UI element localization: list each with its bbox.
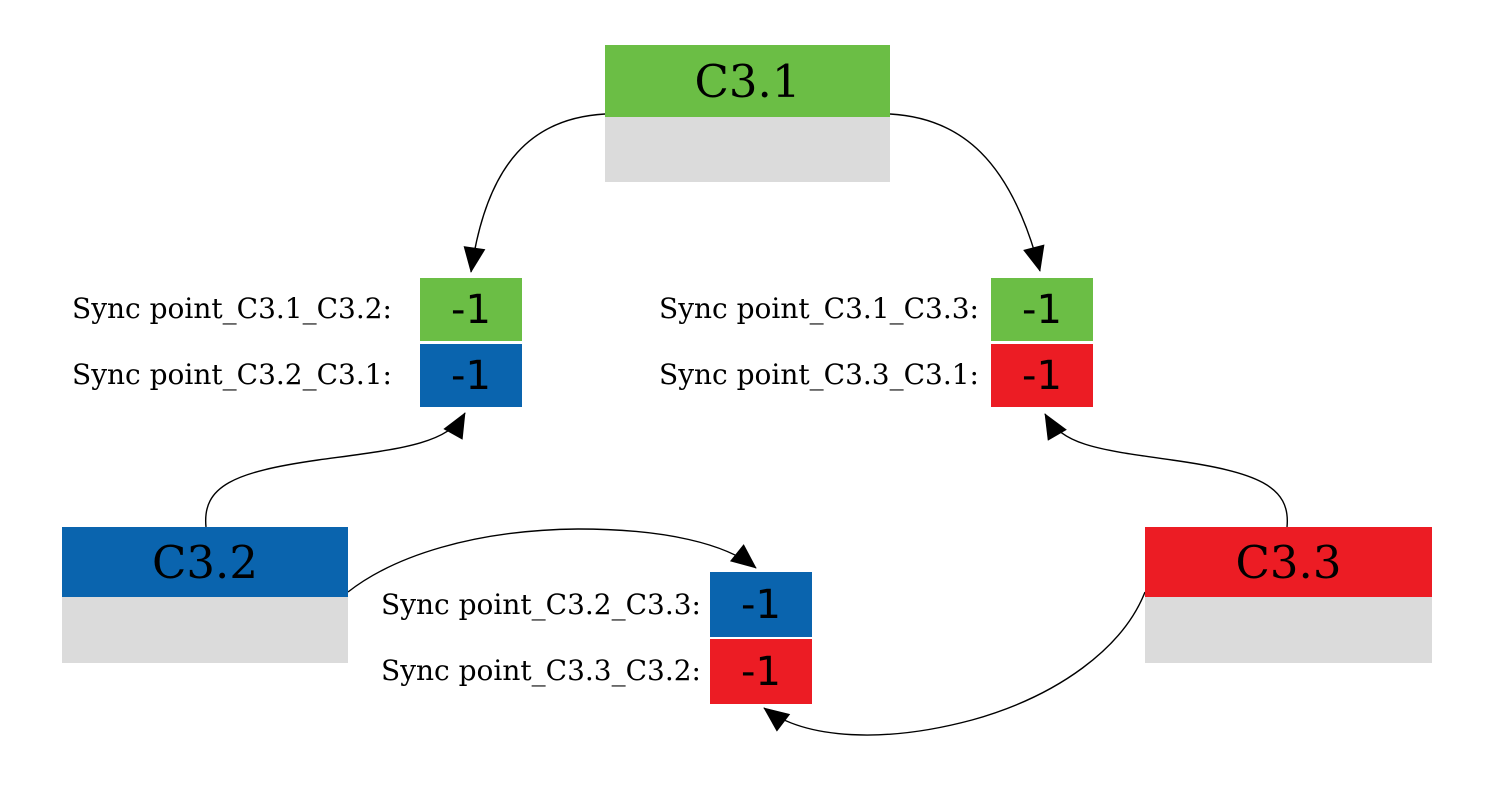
syncpoint-c3.3-c3.2-value: -1 — [741, 648, 781, 695]
syncpoint-c3.1-c3.2-value-box: -1 — [420, 278, 522, 341]
component-c3.2-body — [62, 597, 348, 663]
component-c3.3-label: C3.3 — [1235, 535, 1342, 589]
component-c3.1-label: C3.1 — [694, 54, 801, 108]
component-c3.2-header: C3.2 — [62, 527, 348, 597]
syncpoint-c3.3-c3.2-label: Sync point_C3.3_C3.2: — [381, 654, 701, 687]
syncpoint-c3.2-c3.3-value: -1 — [741, 581, 781, 628]
arrow-c3.2-to-syncpoint-c3.2-c3.1 — [205, 412, 466, 528]
component-c3.3-header: C3.3 — [1145, 527, 1432, 597]
syncpoint-c3.3-c3.1-value-box: -1 — [991, 344, 1093, 407]
syncpoint-c3.2-c3.3-value-box: -1 — [710, 572, 812, 637]
component-c3.2: C3.2 — [62, 527, 348, 663]
component-c3.2-label: C3.2 — [152, 535, 258, 589]
syncpoint-c3.3-c3.1-label: Sync point_C3.3_C3.1: — [659, 358, 979, 391]
syncpoint-c3.1-c3.3-label: Sync point_C3.1_C3.3: — [659, 292, 979, 325]
component-c3.1-header: C3.1 — [605, 45, 890, 117]
syncpoint-c3.2-c3.1-value: -1 — [451, 352, 491, 399]
syncpoint-c3.3-c3.1-value: -1 — [1022, 352, 1062, 399]
arrow-c3.3-to-syncpoint-c3.3-c3.1 — [1044, 413, 1288, 528]
syncpoint-c3.1-c3.2-value: -1 — [451, 286, 491, 333]
syncpoint-c3.1-c3.3-value-box: -1 — [991, 278, 1093, 341]
component-c3.3: C3.3 — [1145, 527, 1432, 663]
syncpoint-c3.3-c3.2-value-box: -1 — [710, 639, 812, 704]
component-c3.1: C3.1 — [605, 45, 890, 182]
syncpoint-c3.1-c3.3-value: -1 — [1022, 286, 1062, 333]
syncpoint-c3.1-c3.2-label: Sync point_C3.1_C3.2: — [72, 292, 392, 325]
arrow-c3.1-to-syncpoint-c3.1-c3.2 — [463, 113, 606, 273]
component-c3.1-body — [605, 117, 890, 182]
syncpoint-c3.2-c3.3-label: Sync point_C3.2_C3.3: — [381, 588, 701, 621]
arrow-c3.2-to-syncpoint-c3.2-c3.3 — [347, 528, 757, 593]
arrow-c3.1-to-syncpoint-c3.1-c3.3 — [889, 113, 1045, 272]
syncpoint-c3.2-c3.1-value-box: -1 — [420, 344, 522, 407]
syncpoint-c3.2-c3.1-label: Sync point_C3.2_C3.1: — [72, 358, 392, 391]
component-c3.3-body — [1145, 597, 1432, 663]
arrow-c3.3-to-syncpoint-c3.3-c3.2 — [763, 591, 1146, 736]
